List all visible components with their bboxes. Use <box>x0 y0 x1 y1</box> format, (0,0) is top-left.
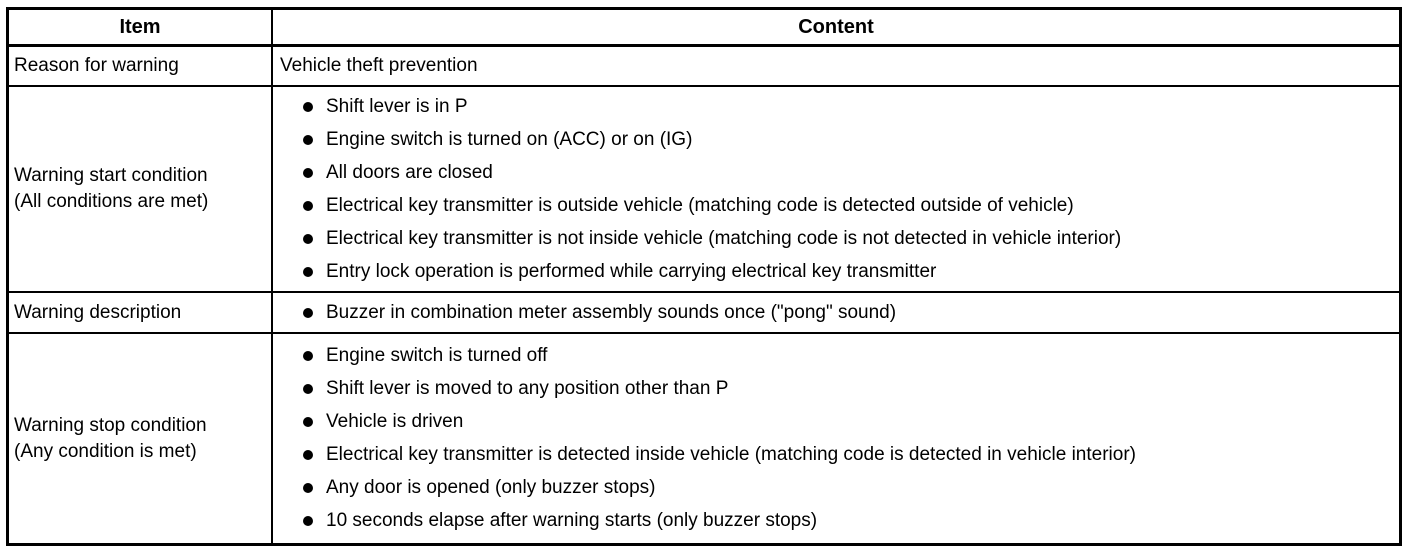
row-label-reason: Reason for warning <box>9 47 273 85</box>
list-item: Electrical key transmitter is detected i… <box>303 439 1395 472</box>
list-item-text: Shift lever is moved to any position oth… <box>326 378 729 399</box>
list-item: All doors are closed <box>303 156 1395 189</box>
column-header-item: Item <box>9 10 273 44</box>
row-label-text: Reason for warning <box>14 55 179 76</box>
list-item-text: Engine switch is turned on (ACC) or on (… <box>326 128 693 150</box>
bullet-icon <box>303 483 313 493</box>
row-label-text: Warning stop condition <box>14 414 207 436</box>
row-label-text: Warning description <box>14 301 182 323</box>
row-label-stop-condition: Warning stop condition (Any condition is… <box>9 334 273 543</box>
list-item-text: Engine switch is turned off <box>326 345 548 366</box>
row-label-start-condition: Warning start condition (All conditions … <box>9 87 273 291</box>
list-item-text: Entry lock operation is performed while … <box>326 260 937 282</box>
list-item: Buzzer in combination meter assembly sou… <box>303 296 1395 329</box>
row-label-text: Warning start condition <box>14 165 208 186</box>
column-header-content: Content <box>798 15 874 38</box>
bullet-icon <box>303 516 313 526</box>
list-item-text: Vehicle is driven <box>326 411 464 432</box>
bullet-icon <box>303 307 313 318</box>
list-item-text: Shift lever is in P <box>326 95 468 117</box>
bullet-icon <box>303 101 313 112</box>
list-item: Engine switch is turned off <box>303 340 1395 373</box>
list-item: Engine switch is turned on (ACC) or on (… <box>303 123 1395 156</box>
table-header-row: Item Content <box>9 10 1399 47</box>
list-item-text: Buzzer in combination meter assembly sou… <box>326 301 897 323</box>
row-label-lines: Warning stop condition (Any condition is… <box>14 413 207 465</box>
list-item: Electrical key transmitter is not inside… <box>303 222 1395 255</box>
list-item: Shift lever is moved to any position oth… <box>303 373 1395 406</box>
row-label-subtext: (All conditions are met) <box>14 191 209 212</box>
list-item: Electrical key transmitter is outside ve… <box>303 189 1395 222</box>
bullet-icon <box>303 266 313 277</box>
list-item: 10 seconds elapse after warning starts (… <box>303 505 1395 538</box>
list-item: Shift lever is in P <box>303 90 1395 123</box>
list-item-text: All doors are closed <box>326 161 493 183</box>
row-content-reason: Vehicle theft prevention <box>273 47 1399 85</box>
list-item-text: Electrical key transmitter is not inside… <box>326 227 1122 249</box>
row-content-description: Buzzer in combination meter assembly sou… <box>273 293 1399 332</box>
list-item-text: Electrical key transmitter is outside ve… <box>326 194 1074 216</box>
table-row-start-condition: Warning start condition (All conditions … <box>9 87 1399 293</box>
row-label-description: Warning description <box>9 293 273 332</box>
bullet-icon <box>303 450 313 460</box>
list-item-text: 10 seconds elapse after warning starts (… <box>326 510 818 531</box>
warning-spec-table: Item Content Reason for warning Vehicle … <box>6 7 1402 546</box>
bullet-icon <box>303 134 313 145</box>
bullet-icon <box>303 417 313 427</box>
table-row-stop-condition: Warning stop condition (Any condition is… <box>9 334 1399 543</box>
bullet-icon <box>303 167 313 178</box>
start-condition-list: Shift lever is in P Engine switch is tur… <box>273 90 1399 288</box>
table-row-reason: Reason for warning Vehicle theft prevent… <box>9 47 1399 87</box>
list-item-text: Electrical key transmitter is detected i… <box>326 444 1136 465</box>
bullet-icon <box>303 233 313 244</box>
stop-condition-list: Engine switch is turned off Shift lever … <box>273 340 1399 538</box>
bullet-icon <box>303 384 313 394</box>
list-item: Vehicle is driven <box>303 406 1395 439</box>
row-content-start-condition: Shift lever is in P Engine switch is tur… <box>273 87 1399 291</box>
row-label-subtext: (Any condition is met) <box>14 440 197 462</box>
list-item-text: Any door is opened (only buzzer stops) <box>326 477 656 498</box>
reason-value: Vehicle theft prevention <box>280 55 478 76</box>
row-label-lines: Warning start condition (All conditions … <box>14 163 208 215</box>
bullet-icon <box>303 200 313 211</box>
bullet-icon <box>303 351 313 361</box>
description-list: Buzzer in combination meter assembly sou… <box>273 296 1399 329</box>
table-row-description: Warning description Buzzer in combinatio… <box>9 293 1399 334</box>
row-content-stop-condition: Engine switch is turned off Shift lever … <box>273 334 1399 543</box>
list-item: Any door is opened (only buzzer stops) <box>303 472 1395 505</box>
list-item: Entry lock operation is performed while … <box>303 255 1395 288</box>
